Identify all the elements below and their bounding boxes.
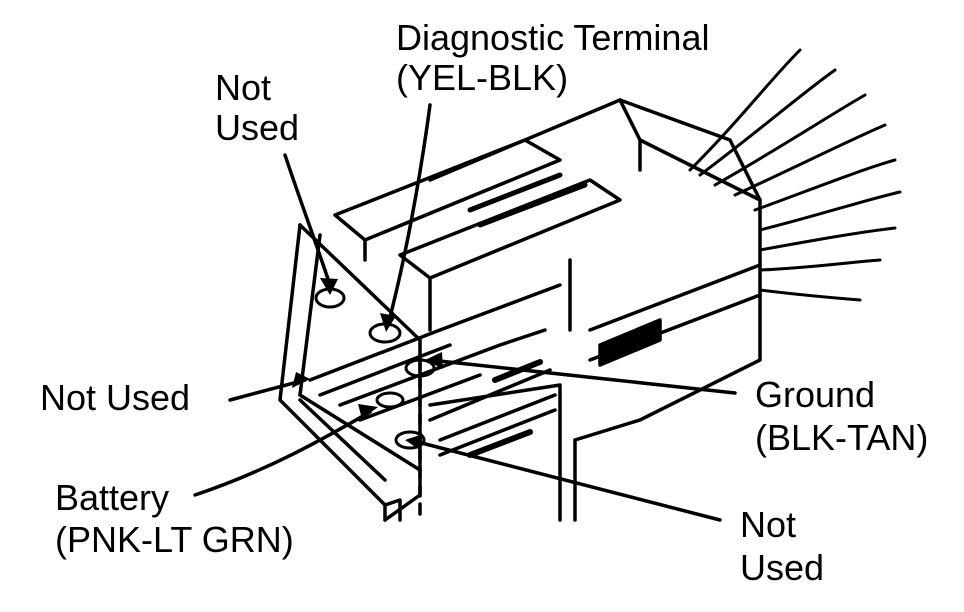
- label-battery: Battery: [55, 477, 170, 518]
- leader-lines: [193, 103, 737, 522]
- rear-housing: [428, 98, 762, 522]
- leader-ground: [428, 358, 737, 395]
- leader-battery: [193, 410, 372, 497]
- arrowheads: [292, 278, 443, 450]
- label-ground-wire-color: (BLK-TAN): [755, 418, 929, 458]
- label-diagnostic-terminal: Diagnostic Terminal: [396, 17, 710, 58]
- leader-not-used-left: [228, 378, 307, 402]
- label-not-used-top-line1: Not: [215, 67, 272, 108]
- leader-not-used-top: [283, 153, 332, 287]
- pin-ground: [404, 358, 436, 378]
- top-ribs: [333, 138, 622, 332]
- pin-not-used-bottom: [394, 430, 426, 450]
- wire-bundle: [688, 48, 902, 302]
- front-frame: [278, 223, 422, 522]
- label-not-used-top-line2: Used: [215, 107, 300, 148]
- pin-battery: [375, 391, 405, 409]
- label-not-used-bottom-line1: Not: [740, 504, 797, 545]
- leader-diagnostic: [386, 103, 432, 327]
- label-not-used-left: Not Used: [40, 377, 191, 418]
- side-tabs: [568, 258, 762, 367]
- inner-channels: [308, 283, 562, 522]
- label-not-used-bottom-line2: Used: [740, 547, 825, 588]
- label-diagnostic-wire-color: (YEL-BLK): [396, 57, 569, 98]
- label-battery-wire-color: (PNK-LT GRN): [55, 519, 294, 560]
- leader-not-used-bottom: [408, 438, 722, 522]
- label-ground: Ground: [755, 374, 876, 415]
- terminal-pins: [314, 287, 436, 450]
